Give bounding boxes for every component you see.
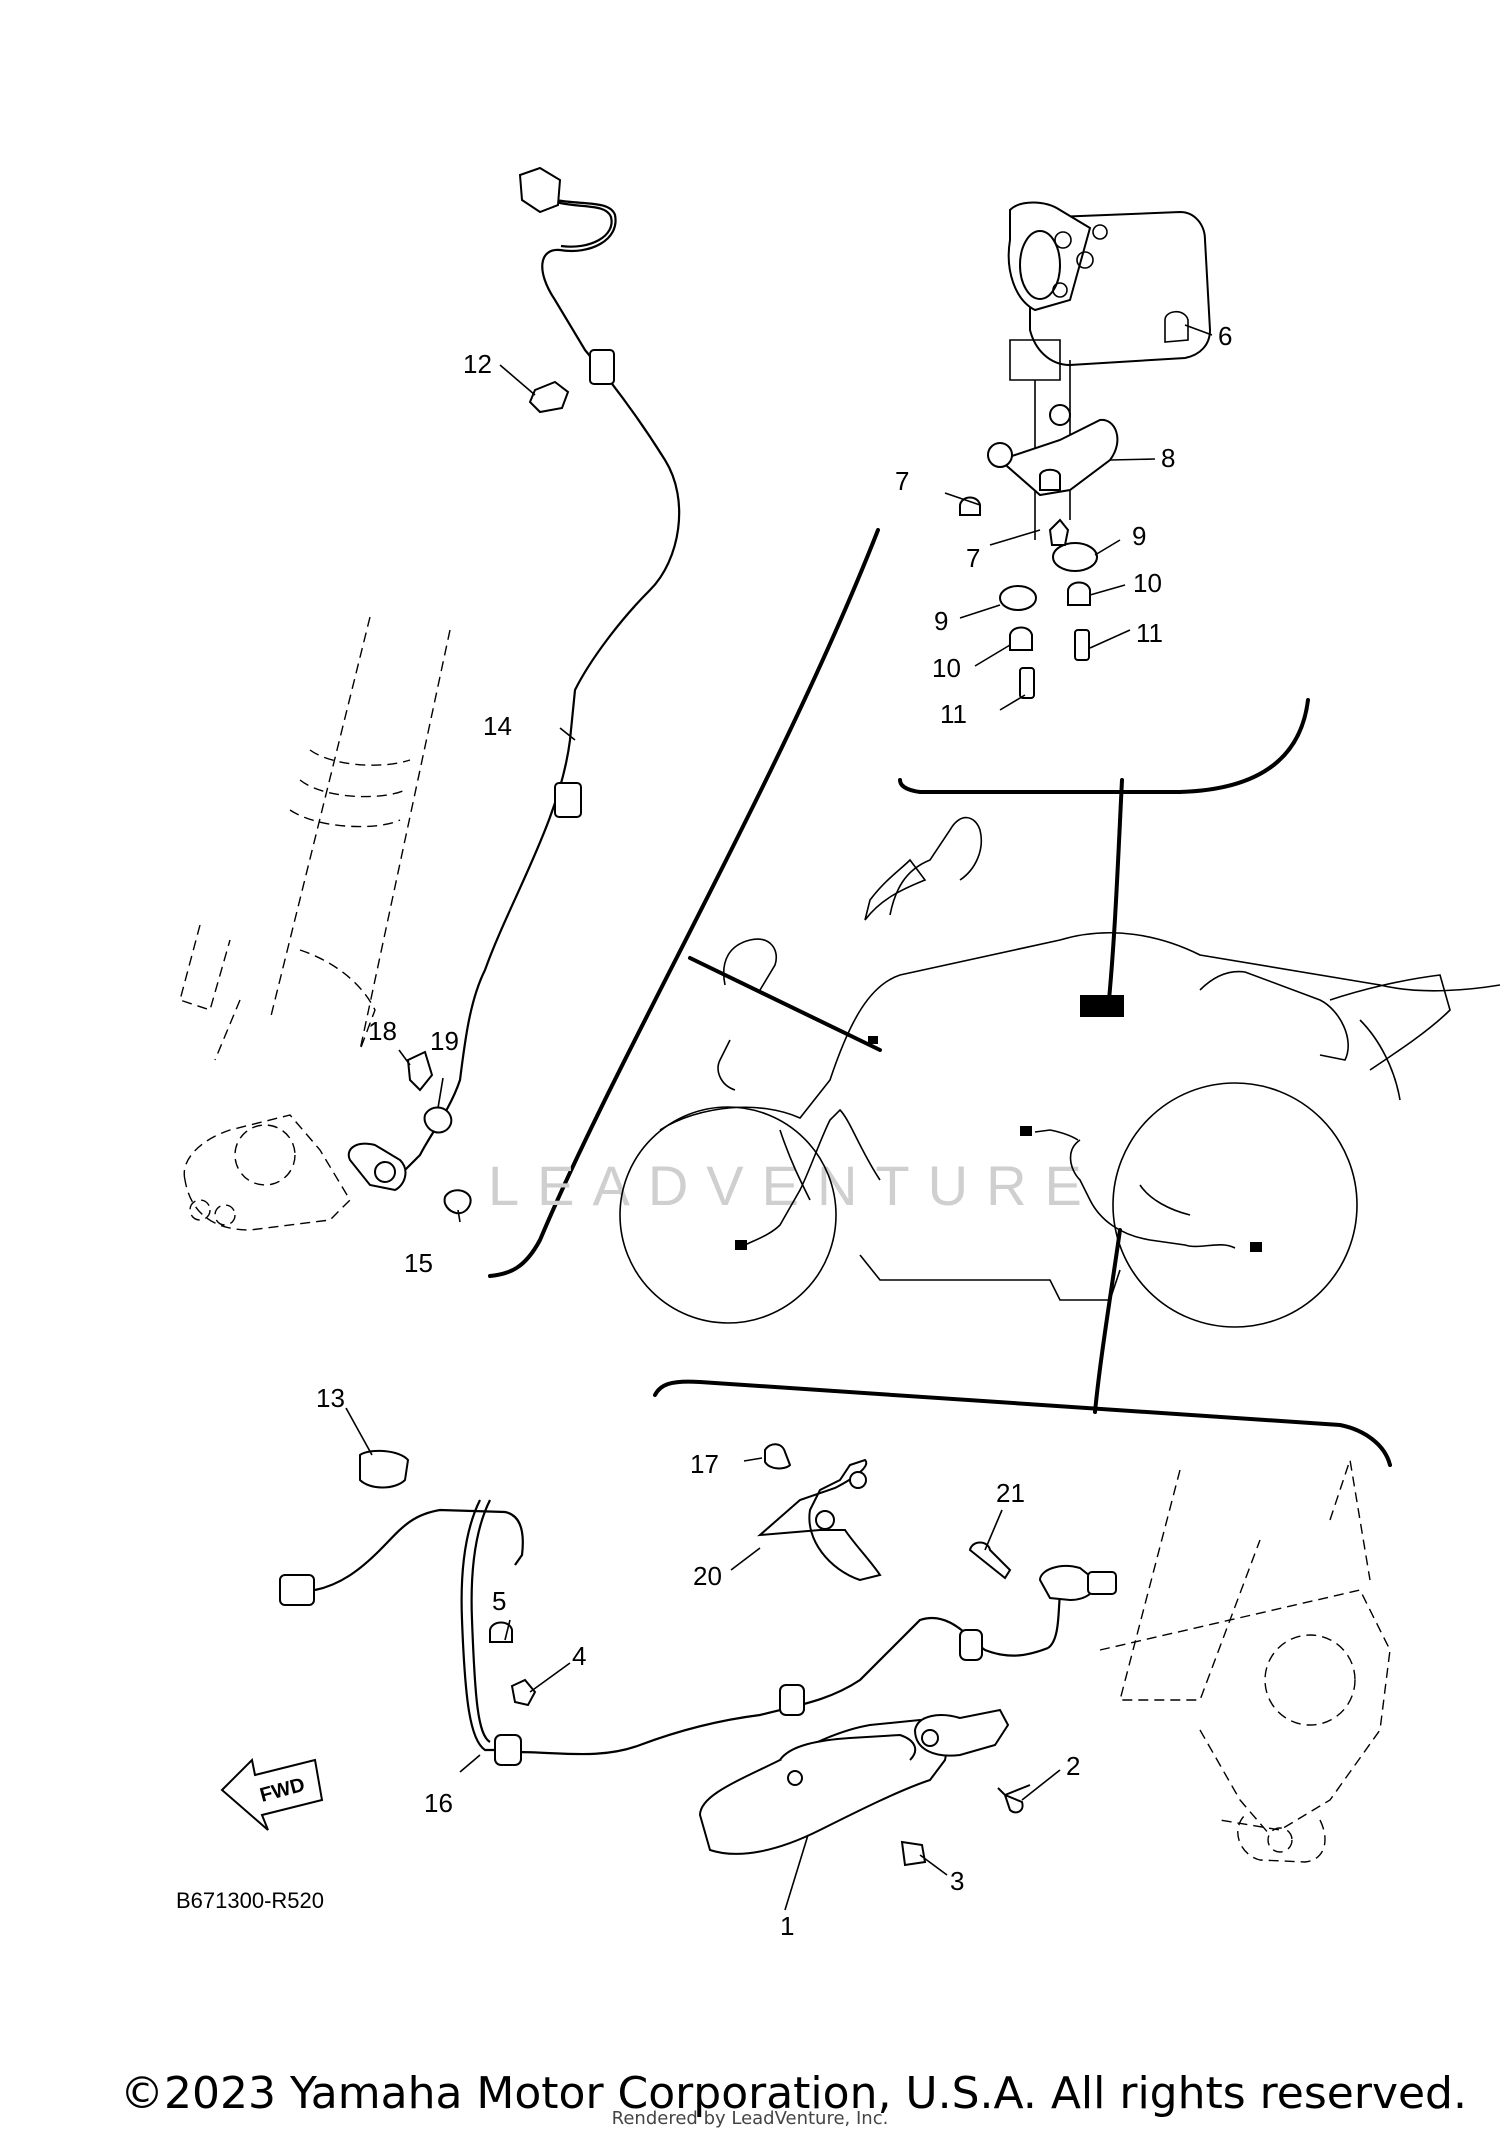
part-label-7b: 7 (966, 543, 980, 573)
part-labels: 1 2 3 4 5 6 7 7 8 9 9 10 10 11 11 12 13 … (176, 321, 1232, 1941)
separator-lower (653, 1379, 1392, 1467)
part-label-18: 18 (368, 1016, 397, 1046)
diagram-code: B671300-R520 (176, 1888, 324, 1913)
part-label-17: 17 (690, 1449, 719, 1479)
part-label-14: 14 (483, 711, 512, 741)
part-label-9a: 9 (1132, 521, 1146, 551)
part-label-21: 21 (996, 1478, 1025, 1508)
rear-parts (359, 1443, 1031, 1867)
part-label-3: 3 (950, 1866, 964, 1896)
part-label-9b: 9 (934, 606, 948, 636)
part-label-6: 6 (1218, 321, 1232, 351)
part-label-4: 4 (572, 1641, 586, 1671)
front-fork (179, 616, 451, 1231)
watermark-text: LEADVENTURE (488, 1154, 1100, 1217)
separator-upper-left (488, 528, 880, 1278)
part-label-1: 1 (780, 1911, 794, 1941)
part-label-13: 13 (316, 1383, 345, 1413)
part-label-20: 20 (693, 1561, 722, 1591)
front-sensor-parts (347, 1050, 472, 1215)
rendered-by-notice: Rendered by LeadVenture, Inc. (611, 2108, 889, 2129)
part-label-7a: 7 (895, 466, 909, 496)
part-label-10a: 10 (1133, 568, 1162, 598)
leader-lines (345, 324, 1213, 1911)
rear-frame (1099, 1459, 1391, 1863)
connector-line-bottom (1093, 1228, 1122, 1414)
part-label-19: 19 (430, 1026, 459, 1056)
rear-sensor-harness (279, 1499, 1117, 1766)
motorcycle-silhouette (619, 816, 1500, 1328)
abs-unit-assembly (959, 201, 1212, 699)
connector-line-top (1106, 778, 1124, 1012)
forward-arrow-icon: FWD (220, 1757, 324, 1831)
part-label-10b: 10 (932, 653, 961, 683)
front-sensor-harness (394, 166, 681, 1181)
part-label-16: 16 (424, 1788, 453, 1818)
connector-line-left (688, 956, 882, 1052)
part-label-15: 15 (404, 1248, 433, 1278)
part-label-11b: 11 (940, 699, 967, 729)
part-label-8: 8 (1161, 443, 1175, 473)
separator-upper-right (898, 698, 1310, 794)
part-label-11a: 11 (1136, 618, 1163, 648)
part-label-2: 2 (1066, 1751, 1080, 1781)
copyright-notice: ©2023 Yamaha Motor Corporation, U.S.A. A… (120, 2068, 1467, 2119)
part-label-12: 12 (463, 349, 492, 379)
part-label-5: 5 (492, 1586, 506, 1616)
